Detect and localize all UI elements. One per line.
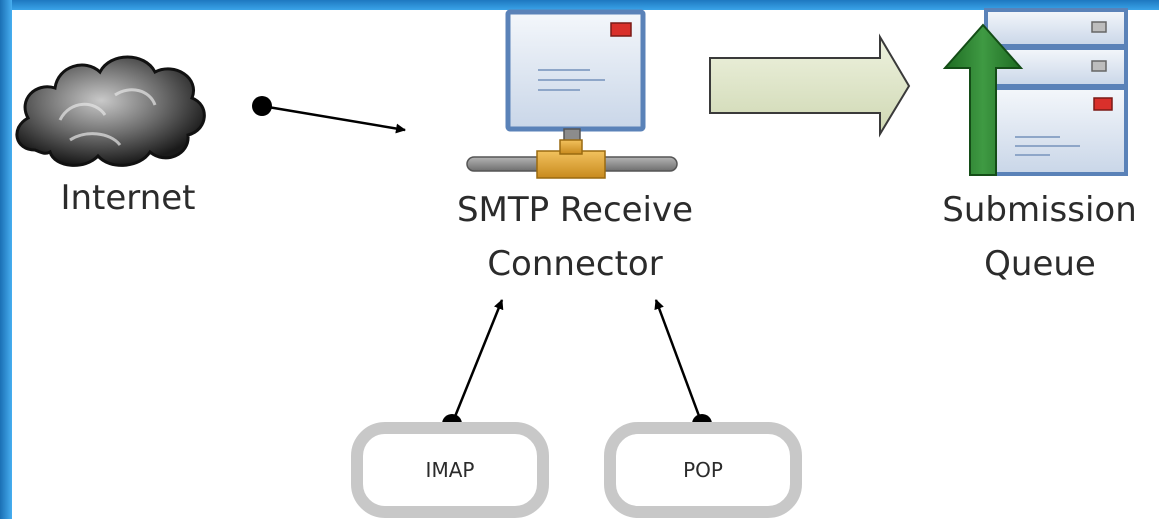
smtp-receive-connector-label-line1: SMTP Receive bbox=[456, 190, 694, 230]
blue-frame-left bbox=[0, 0, 12, 519]
internet-to-smtp-arrow bbox=[252, 96, 406, 134]
submission-queue-icon bbox=[942, 8, 1128, 176]
smtp-to-submission-arrow bbox=[709, 33, 911, 138]
imap-box bbox=[351, 422, 549, 518]
submission-queue-label-line2: Queue bbox=[984, 244, 1096, 284]
blue-frame-top bbox=[0, 0, 1159, 10]
imap-label: IMAP bbox=[425, 458, 475, 482]
smtp-receive-connector-label-line2: Connector bbox=[487, 244, 663, 284]
smtp-server-icon bbox=[466, 9, 678, 179]
cloud-icon bbox=[15, 55, 206, 167]
pop-box bbox=[604, 422, 802, 518]
submission-queue-label-line1: Submission bbox=[942, 190, 1137, 230]
pop-label: POP bbox=[683, 458, 723, 482]
pop-to-smtp-arrow bbox=[654, 299, 712, 434]
internet-label: Internet bbox=[60, 178, 196, 218]
imap-to-smtp-arrow bbox=[442, 299, 504, 434]
